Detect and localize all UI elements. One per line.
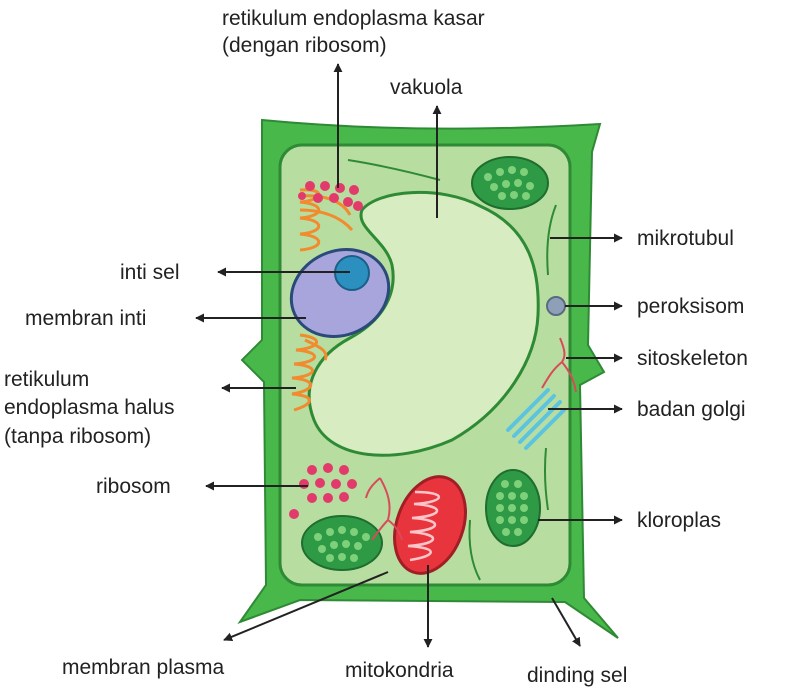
smooth-er: [291, 333, 328, 412]
label-badan-golgi: badan golgi: [637, 398, 746, 421]
vacuole: [307, 190, 540, 457]
chloroplast-top: [471, 156, 549, 210]
label-ser-line2: endoplasma halus: [4, 396, 174, 419]
label-mikrotubul: mikrotubul: [637, 227, 734, 250]
cytoskeleton: [365, 337, 577, 541]
leader-arrows: [195, 63, 623, 648]
ribosomes-on-rer: [298, 181, 363, 211]
label-membran-plasma: membran plasma: [62, 656, 225, 679]
mitochondria: [393, 475, 467, 575]
label-inti-sel: inti sel: [120, 261, 180, 284]
label-vakuola: vakuola: [390, 76, 463, 99]
chloroplast-right: [485, 469, 541, 547]
label-peroksisom: peroksisom: [637, 295, 744, 318]
label-mitokondria: mitokondria: [345, 659, 454, 682]
peroxisome: [546, 296, 566, 316]
microtubules: [347, 159, 557, 581]
label-sitoskeleton: sitoskeleton: [637, 347, 748, 370]
label-membran-inti: membran inti: [25, 307, 146, 330]
label-dinding-sel: dinding sel: [527, 664, 627, 687]
label-ser-line1: retikulum: [4, 368, 89, 391]
label-ser-line3: (tanpa ribosom): [4, 425, 151, 448]
label-rer-line1: retikulum endoplasma kasar: [222, 7, 485, 30]
label-rer-line2: (dengan ribosom): [222, 34, 387, 57]
label-kloroplas: kloroplas: [637, 509, 721, 532]
chloroplast-bottom: [301, 515, 383, 571]
label-ribosom: ribosom: [96, 475, 171, 498]
